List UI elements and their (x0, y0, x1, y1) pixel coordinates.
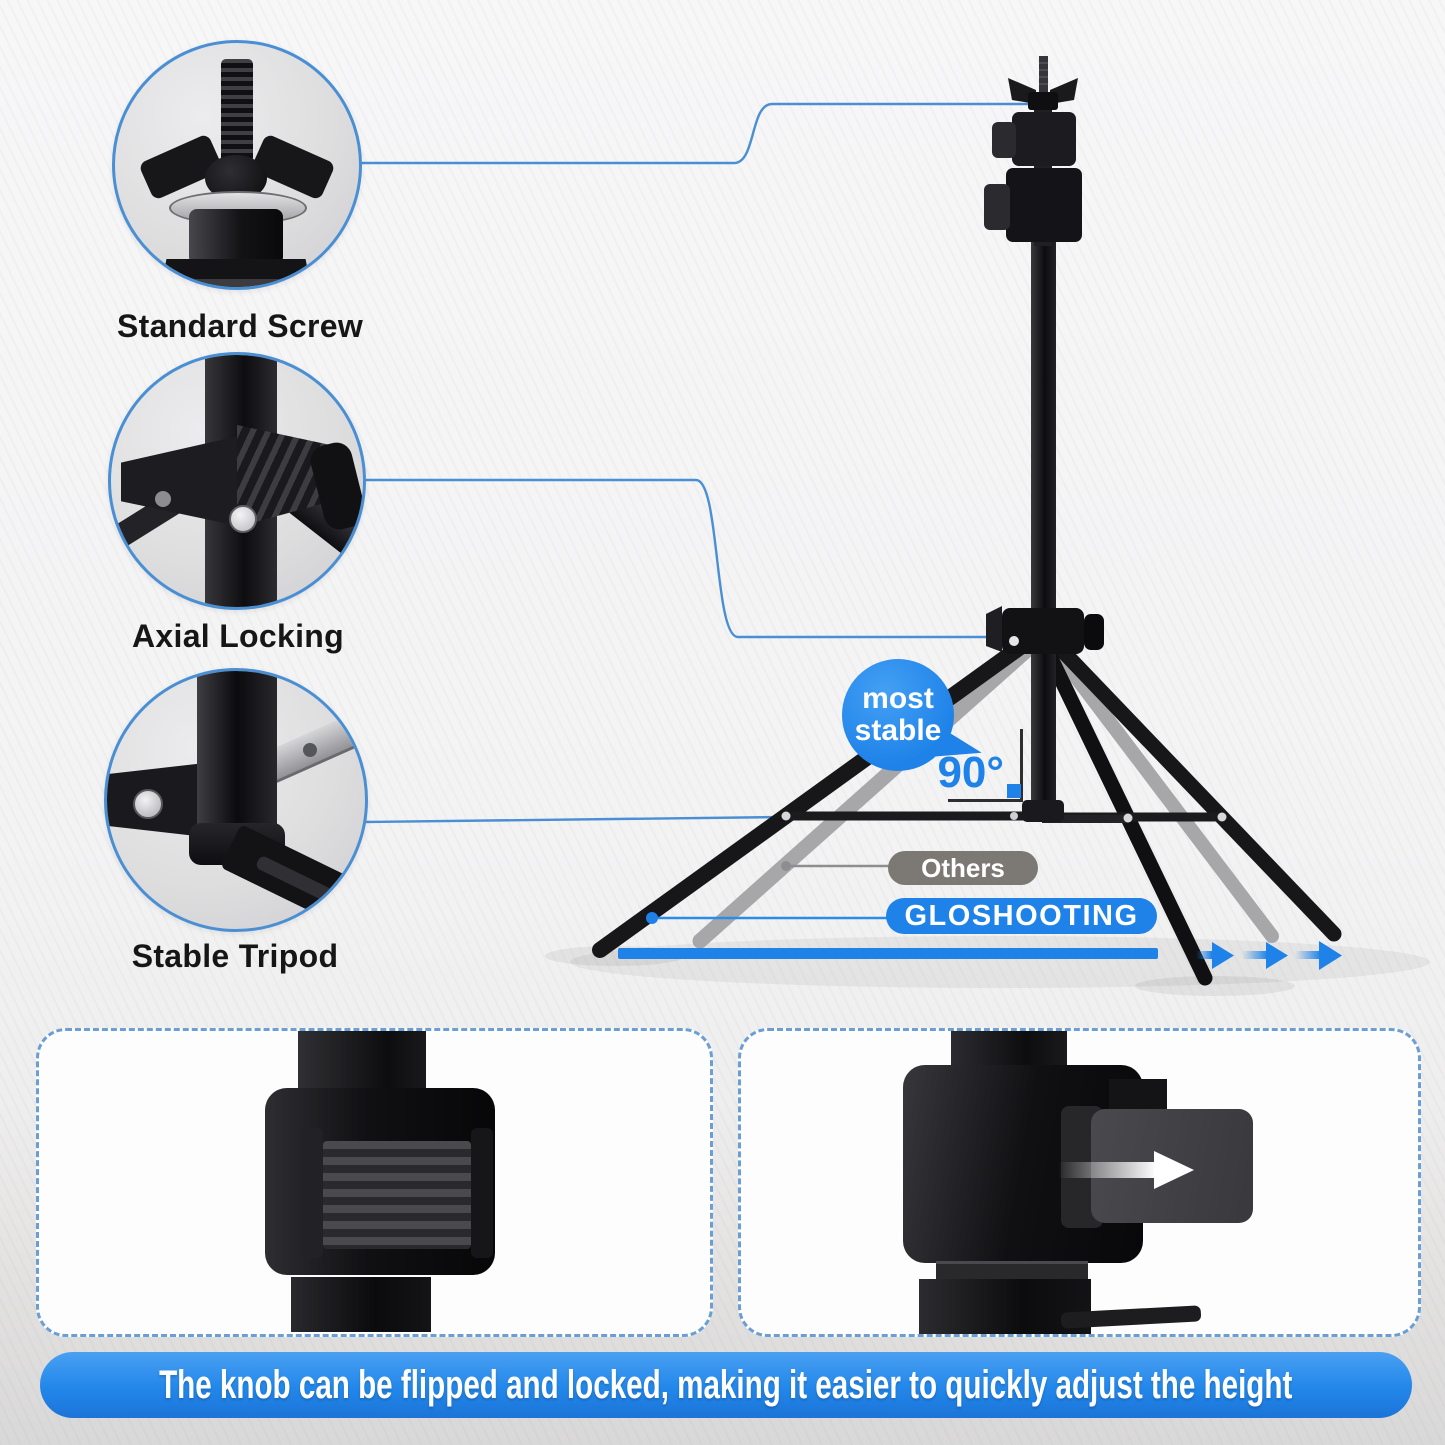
leg-shift-arrows (1196, 941, 1342, 970)
bubble-line: stable (854, 714, 942, 747)
brand-badge: GLOSHOOTING (886, 898, 1157, 934)
banner-text: The knob can be flipped and locked, maki… (159, 1362, 1293, 1407)
center-column (984, 56, 1104, 822)
column-clamps (984, 112, 1082, 242)
bar-screw-dot-shape (303, 743, 317, 757)
callout-thumb-axial-locking (108, 352, 366, 610)
pole-bottom-shape (291, 1277, 431, 1332)
callout-label-stable-tripod: Stable Tripod (131, 938, 339, 974)
knob-locked-card (36, 1028, 713, 1337)
knob-flange-left-shape (301, 1128, 323, 1258)
callout-label-axial-locking: Axial Locking (132, 618, 344, 654)
screw-dot-shape (155, 491, 171, 507)
most-stable-bubble: most stable (842, 659, 954, 771)
right-angle-horizontal-line (948, 799, 1023, 802)
callout-lines (356, 102, 1033, 824)
mount-slot-shape (177, 279, 295, 287)
callout-line-axial-locking (360, 478, 1008, 639)
arrow-right-icon (1058, 1151, 1194, 1189)
bubble-line: most (862, 682, 934, 716)
knob-flipped-card (738, 1028, 1421, 1337)
callout-label-standard-screw: Standard Screw (116, 308, 364, 344)
callout-thumb-stable-tripod (104, 668, 368, 932)
pole-shape (197, 671, 277, 843)
pole-top-shape (298, 1031, 426, 1089)
arrow-right-icon (1242, 942, 1288, 969)
callout-thumb-standard-screw (112, 40, 362, 290)
knob-flange-right-shape (471, 1128, 493, 1258)
callout-line-standard-screw (356, 102, 1033, 165)
comparison-connectors (646, 861, 892, 924)
callout-line-stable-tripod (361, 815, 785, 824)
knob-ribs-shape (323, 1141, 471, 1249)
knob-pull-arrow (1058, 1151, 1194, 1189)
others-badge: Others (888, 851, 1038, 885)
leg-hub (986, 606, 1104, 654)
arrow-right-icon (1196, 942, 1234, 969)
top-spigot-screw (1008, 56, 1078, 110)
arrow-right-icon (1295, 941, 1342, 970)
leg-braces (781, 811, 1227, 823)
floor-shadow (545, 936, 1430, 996)
right-angle-square (1007, 784, 1021, 798)
right-angle-vertical-line (1020, 729, 1023, 802)
bolt-shape (229, 505, 257, 533)
bracket-bolt-shape (133, 789, 163, 819)
bottom-banner: The knob can be flipped and locked, maki… (40, 1352, 1412, 1418)
leg-span-bar (618, 948, 1158, 959)
pole-top-shape (951, 1031, 1067, 1065)
